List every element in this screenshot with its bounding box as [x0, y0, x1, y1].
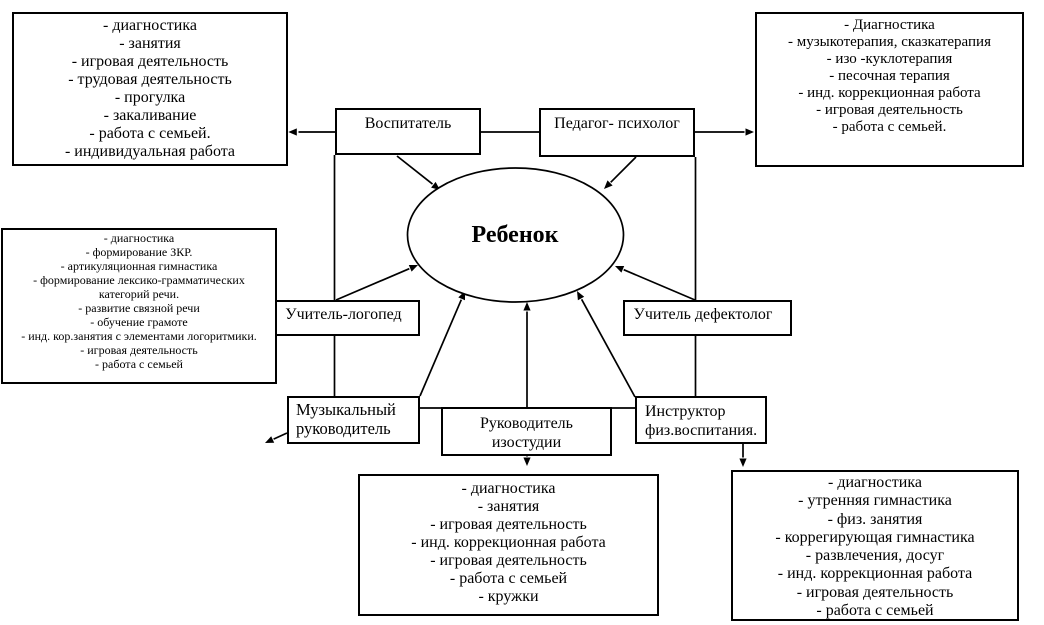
svg-text:Ребенок: Ребенок	[472, 222, 559, 248]
